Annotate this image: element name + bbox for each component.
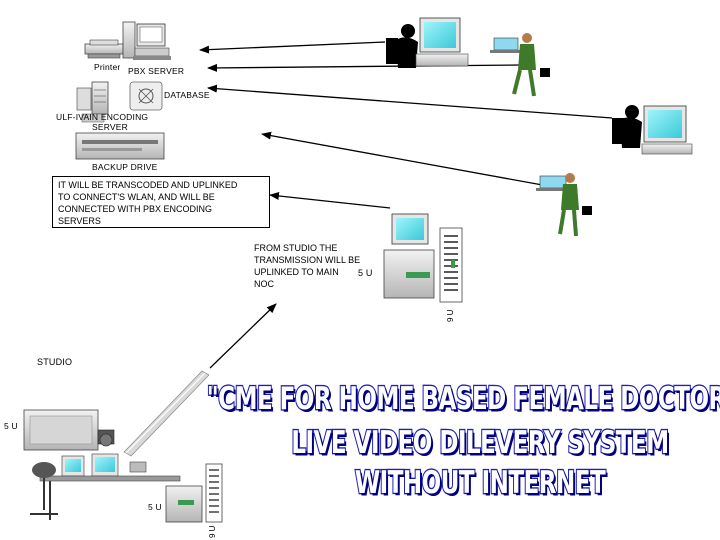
transcode-note-line: SERVERS — [58, 216, 101, 226]
arrow-studio-uplink — [209, 303, 277, 369]
remote-user-4-icon — [536, 173, 592, 237]
database-network-icon — [129, 81, 163, 111]
database-server-icon — [76, 81, 163, 115]
studio-note-line: NOC — [254, 279, 274, 289]
encoding-server-label-line1: ULF-IVAIN ENCODING — [56, 112, 149, 122]
printer-label: Printer — [94, 62, 121, 72]
arrow-remote-1 — [199, 41, 386, 54]
studio-note-line: UPLINKED TO MAIN — [254, 267, 339, 277]
transcode-note: IT WILL BE TRANSCODED AND UPLINKED TO CO… — [52, 176, 270, 228]
transcode-note-line: IT WILL BE TRANSCODED AND UPLINKED — [58, 180, 238, 190]
remote-user-3-icon — [612, 105, 693, 155]
arrow-remote-4 — [261, 131, 549, 187]
backup-drive-label: BACKUP DRIVE — [92, 162, 158, 172]
studio-note: FROM STUDIO THE TRANSMISSION WILL BE UPL… — [249, 240, 379, 296]
studio-rack-unit-label: 9 U — [208, 525, 217, 538]
noc-rack-unit-label: 9 U — [446, 309, 455, 322]
remote-user-2-icon — [490, 33, 550, 97]
encoding-server-label-line2: SERVER — [92, 122, 129, 132]
transcode-note-line: TO CONNECT'S WLAN, AND WILL BE — [58, 192, 215, 202]
backup-drive-icon — [75, 132, 165, 160]
studio-bottom-unit-label: 5 U — [148, 502, 162, 512]
remote-user-1-icon — [386, 17, 469, 68]
arrow-remote-2 — [207, 63, 521, 72]
studio-uplink-beam — [123, 370, 210, 457]
studio-note-line: FROM STUDIO THE — [254, 243, 338, 253]
studio-note-line: TRANSMISSION WILL BE — [254, 255, 361, 265]
headline-line1: "CME FOR HOME BASED FEMALE DOCTORS" — [206, 381, 720, 419]
encoding-server-icon — [81, 113, 105, 123]
headline-line3: WITHOUT INTERNET — [354, 465, 607, 503]
arrow-transcode — [269, 191, 391, 209]
pbx-server-label: PBX SERVER — [128, 66, 185, 76]
database-label: DATABASE — [164, 90, 210, 100]
studio-equipment-icon — [23, 409, 223, 523]
noc-equipment-icon — [383, 213, 463, 303]
arrow-remote-3 — [207, 84, 613, 119]
noc-unit-label: 5 U — [358, 268, 373, 278]
studio-left-unit-label: 5 U — [4, 421, 18, 431]
studio-label: STUDIO — [37, 357, 73, 367]
headline-line2: LIVE VIDEO DILEVERY SYSTEM — [290, 425, 670, 463]
transcode-note-line: CONNECTED WITH PBX ENCODING — [58, 204, 213, 214]
pbx-server-icon — [122, 21, 171, 60]
printer-icon — [84, 39, 124, 59]
